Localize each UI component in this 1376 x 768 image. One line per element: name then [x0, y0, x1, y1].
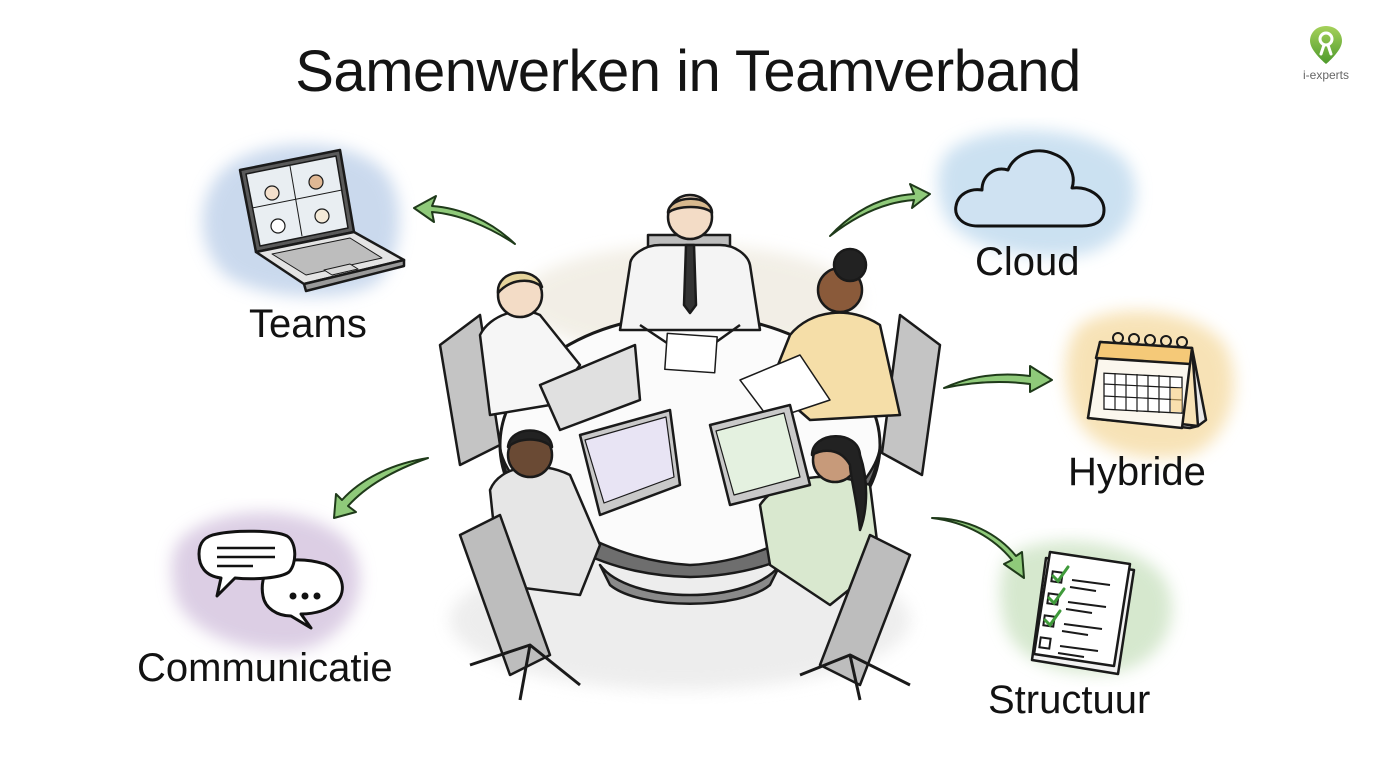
arrow-to-communicatie — [333, 457, 429, 519]
team-meeting-illustration — [438, 193, 942, 701]
location-pin-icon — [1310, 26, 1342, 64]
topic-label-hybride: Hybride — [1068, 450, 1206, 494]
checklist-icon — [1030, 550, 1136, 676]
arrow-to-structuur — [931, 517, 1025, 579]
topic-label-teams: Teams — [249, 302, 367, 346]
logo-text: i-experts — [1302, 68, 1349, 82]
page-title: Samenwerken in Teamverband — [295, 39, 1081, 104]
cloud-icon — [954, 149, 1106, 228]
topic-label-communicatie: Communicatie — [137, 646, 393, 690]
chair-bottom-left — [458, 513, 552, 677]
chair-bottom-right — [818, 533, 912, 687]
arrow-to-hybride — [943, 365, 1053, 393]
topic-label-structuur: Structuur — [988, 678, 1151, 722]
video-call-laptop-icon — [238, 148, 406, 293]
topic-label-cloud: Cloud — [975, 240, 1080, 284]
calendar-icon — [1086, 332, 1208, 430]
logo: i-experts — [1288, 24, 1364, 82]
arrow-to-cloud — [829, 183, 931, 237]
arrow-to-teams — [413, 195, 516, 245]
chat-bubbles-icon — [197, 529, 344, 630]
